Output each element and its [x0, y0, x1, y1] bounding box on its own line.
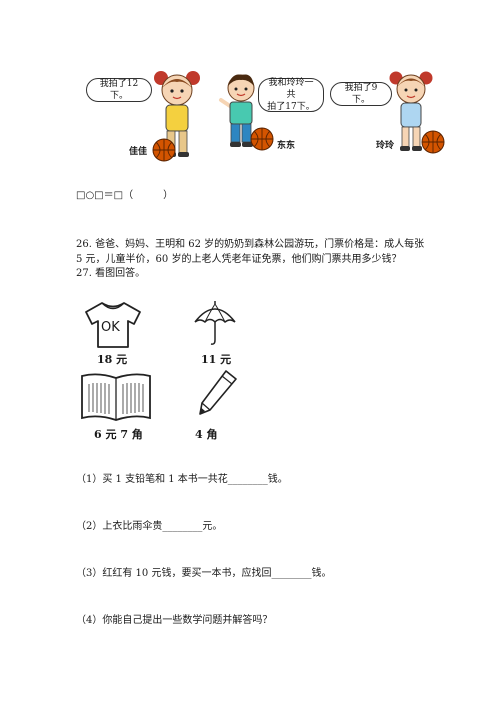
q27-sub2: （2）上衣比雨伞贵________元。 — [76, 521, 223, 532]
dongdong-boy-figure — [219, 74, 255, 147]
pencil-price: 4 角 — [195, 428, 218, 441]
basketball-icon — [421, 130, 445, 154]
umbrella-icon — [194, 301, 236, 345]
dongdong-name: 东东 — [277, 141, 296, 151]
lingling-girl-figure — [389, 71, 433, 151]
q27-sub4: （4）你能自己提出一些数学问题并解答吗？ — [76, 615, 273, 626]
pencil-icon — [199, 370, 237, 415]
dongdong-speech-line1: 我和玲玲一共 — [268, 78, 314, 100]
dongdong-speech-line2: 拍了17下。 — [267, 102, 315, 112]
q26-line2: 5 元，儿童半价，60 岁的上老人凭老年证免票，他们购门票共用多少钱？ — [76, 254, 402, 265]
lingling-speech: 我拍了9下。 — [344, 83, 378, 105]
q27-sub1: （1）买 1 支铅笔和 1 本书一共花________钱。 — [76, 474, 288, 485]
q27-sub3: （3）红红有 10 元钱，要买一本书，应找回________钱。 — [76, 568, 332, 579]
tshirt-label: OK — [101, 320, 120, 335]
jiajia-speech-bubble: 我拍了12下。 — [86, 78, 152, 102]
jiajia-name: 佳佳 — [129, 147, 148, 157]
dongdong-speech-bubble: 我和玲玲一共 拍了17下。 — [258, 78, 324, 112]
book-icon — [81, 373, 151, 421]
shirt-price: 18 元 — [97, 353, 128, 366]
q27-title: 27. 看图回答。 — [76, 268, 146, 279]
umbrella-price: 11 元 — [201, 353, 232, 366]
tshirt-icon — [85, 302, 141, 348]
book-price: 6 元 7 角 — [94, 428, 143, 441]
equation-line: □○□＝□（ ） — [76, 190, 174, 201]
lingling-speech-bubble: 我拍了9下。 — [330, 82, 392, 106]
basketball-icon — [250, 127, 274, 151]
q26-line1: 26. 爸爸、妈妈、王明和 62 岁的奶奶到森林公园游玩，门票价格是：成人每张 — [76, 239, 425, 250]
lingling-name: 玲玲 — [376, 141, 395, 151]
basketball-icon — [152, 138, 176, 162]
jiajia-speech: 我拍了12下。 — [99, 79, 139, 101]
